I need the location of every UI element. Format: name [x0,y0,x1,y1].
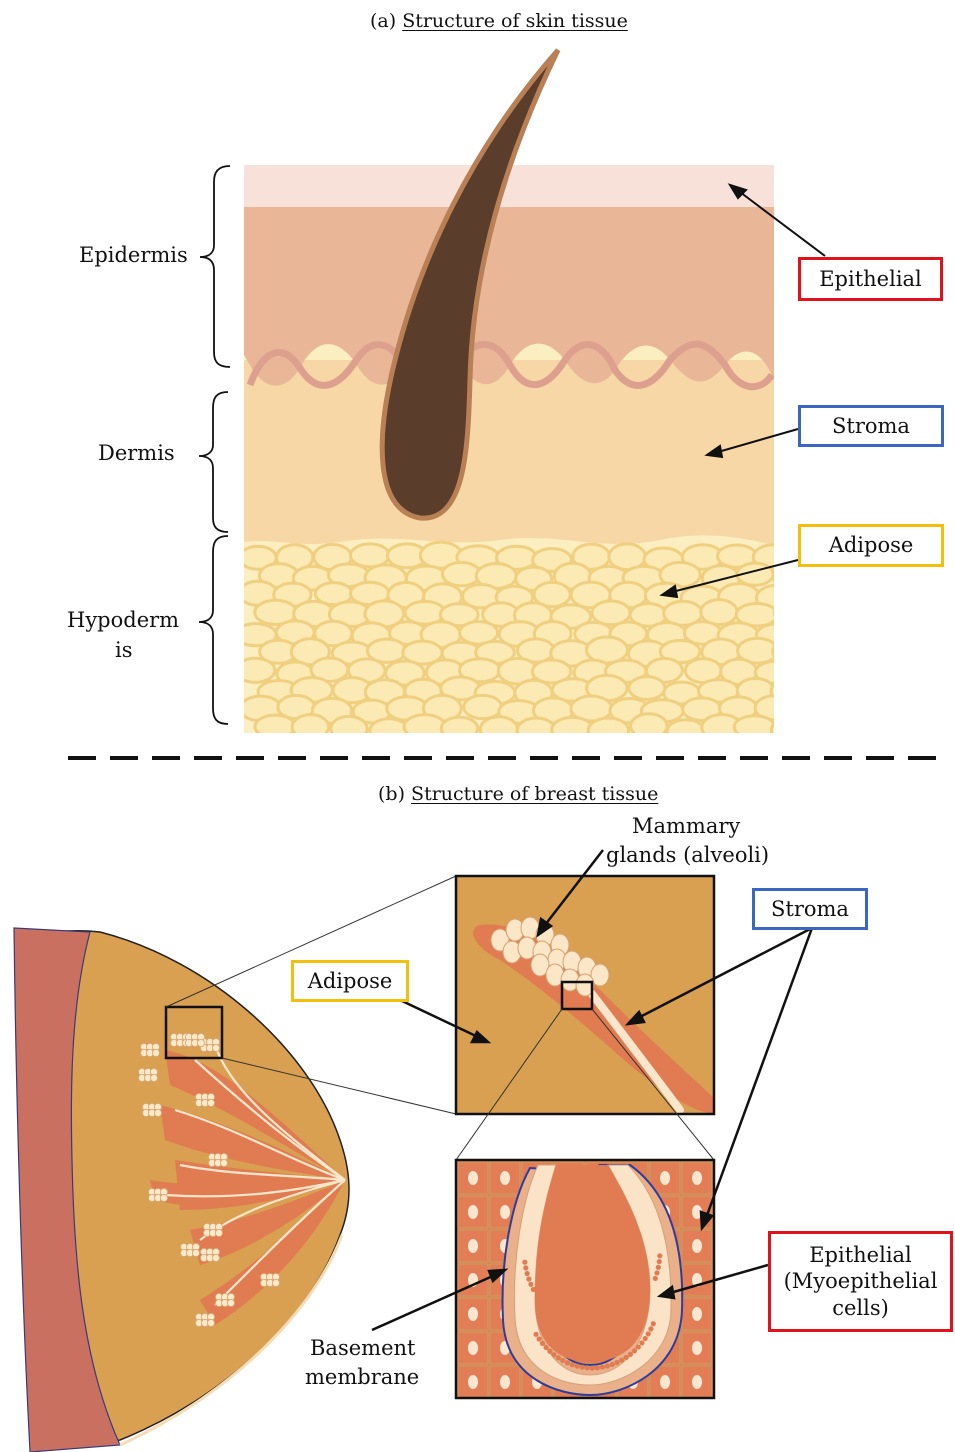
epithelial-box-b-line2: (Myoepithelial [784,1268,938,1294]
alveolus-bud [197,1039,204,1046]
stroma-nucleus [468,1205,478,1219]
epithelial-nucleus [657,1259,662,1264]
epithelial-nucleus [614,1360,619,1365]
epithelial-nucleus [605,1363,610,1368]
epithelial-nucleus [646,1331,651,1336]
epithelial-nucleus [522,1260,527,1265]
stroma-nucleus [468,1307,478,1321]
epithelial-nucleus [632,1348,637,1353]
epithelial-nucleus [525,1271,530,1276]
alveolus-bud [227,1299,234,1306]
epithelial-nucleus [648,1326,653,1331]
stroma-nucleus [500,1375,510,1389]
stroma-arrow-b2 [706,928,812,1218]
epithelial-nucleus [551,1352,556,1357]
alveolus-bud [207,1319,214,1326]
stroma-nucleus [468,1375,478,1389]
epithelial-nucleus [628,1352,633,1357]
epithelial-nucleus [585,1365,590,1370]
epithelial-nucleus [624,1355,629,1360]
epithelial-nucleus [651,1321,656,1326]
alveolus-bud [207,1099,214,1106]
epithelial-nucleus [657,1253,662,1258]
epithelial-nucleus [580,1365,585,1370]
label-basement-line1: Basement [310,1336,415,1360]
epithelial-nucleus [523,1265,528,1270]
alveolus-bud [220,1159,227,1166]
label-mammary-line2: glands (alveoli) [606,843,769,867]
epithelial-nucleus [547,1349,552,1354]
alveolus-bud [212,1044,219,1051]
label-basement-line2: membrane [305,1365,419,1389]
epithelial-nucleus [528,1282,533,1287]
epithelial-nucleus [656,1265,661,1270]
stroma-nucleus [468,1171,478,1185]
adipose-box-b: Adipose [291,960,409,1002]
alveolus-bud [212,1254,219,1261]
epithelial-box-b-line1: Epithelial [809,1242,912,1268]
epithelial-nucleus [619,1358,624,1363]
alveolus-bud [160,1194,167,1201]
epithelial-nucleus [526,1276,531,1281]
epithelial-nucleus [575,1364,580,1369]
alveolus-bud [152,1049,159,1056]
epithelial-nucleus [533,1332,538,1337]
epithelial-nucleus [565,1360,570,1365]
epithelial-box-b: Epithelial (Myoepithelial cells) [768,1231,953,1332]
epithelial-nucleus [636,1344,641,1349]
epithelial-nucleus [590,1365,595,1370]
epithelial-nucleus [654,1270,659,1275]
epithelial-nucleus [540,1341,545,1346]
stroma-nucleus [692,1375,702,1389]
epithelial-nucleus [536,1336,541,1341]
epithelial-nucleus [595,1365,600,1370]
epithelial-nucleus [639,1340,644,1345]
stroma-nucleus [692,1239,702,1253]
alveolus-bud [192,1249,199,1256]
epithelial-nucleus [543,1345,548,1350]
stroma-box-b: Stroma [752,888,868,930]
epithelial-nucleus [556,1355,561,1360]
stroma-nucleus [500,1171,510,1185]
stroma-nucleus [692,1171,702,1185]
stroma-nucleus [468,1341,478,1355]
stroma-nucleus [692,1307,702,1321]
epithelial-nucleus [560,1358,565,1363]
epithelial-nucleus [643,1336,648,1341]
label-mammary-line1: Mammary [632,814,740,838]
alveolus-bud [215,1229,222,1236]
alveolus-bud [272,1279,279,1286]
epithelial-nucleus [653,1276,658,1281]
epithelial-nucleus [531,1287,536,1292]
epithelial-nucleus [610,1362,615,1367]
stroma-box-b-label: Stroma [771,896,849,922]
epithelial-nucleus [600,1364,605,1369]
alveolus-bud [154,1109,161,1116]
stroma-nucleus [660,1375,670,1389]
stroma-nucleus [500,1205,510,1219]
stroma-nucleus [660,1171,670,1185]
stroma-nucleus [692,1341,702,1355]
epithelial-box-b-line3: cells) [832,1295,889,1321]
adipose-box-b-label: Adipose [308,968,393,994]
stroma-nucleus [468,1239,478,1253]
alveolus-bud [150,1074,157,1081]
epithelial-nucleus [570,1362,575,1367]
